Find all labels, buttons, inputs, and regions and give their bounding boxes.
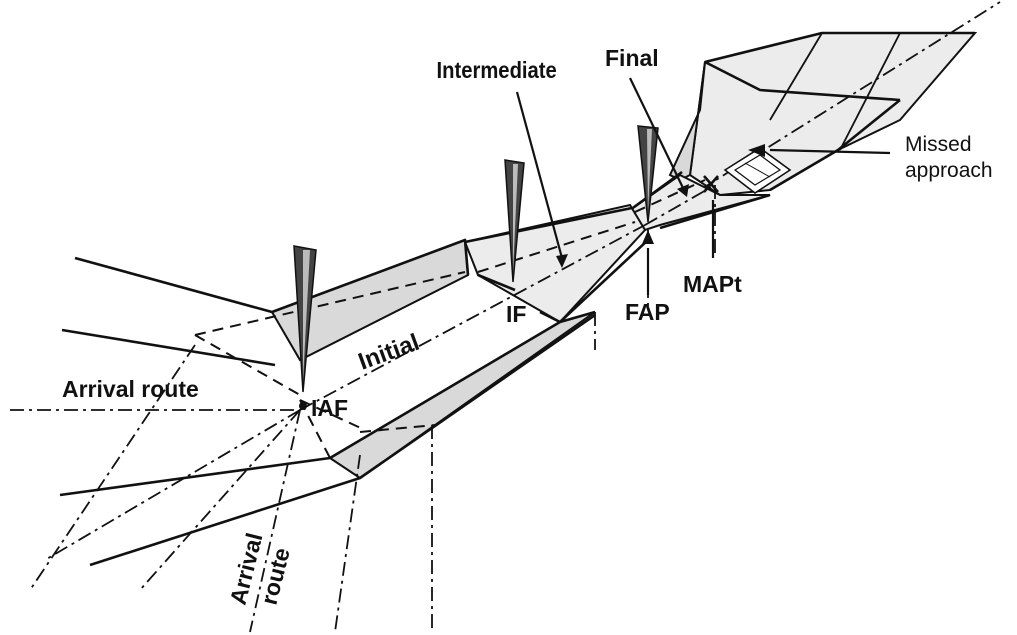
if-label: IF [506,301,526,327]
missed-approach-label-line1: Missed [905,133,972,156]
initial-segment-surface [59,238,596,567]
intermediate-segment-surface [463,203,649,324]
iaf-label: IAF [311,395,348,421]
leader-arrows [515,77,891,295]
fap-marker [637,125,659,244]
iaf-marker [293,245,317,410]
final-label: Final [605,45,659,71]
arrival-route-left-label: Arrival route [62,376,199,402]
fap-label: FAP [625,299,670,325]
if-marker [504,159,525,283]
missed-approach-label-line2: approach [905,159,993,182]
mapt-cross-icon [703,175,719,193]
mapt-label: MAPt [683,271,742,297]
initial-label: Initial [355,329,423,376]
runway-icon [723,147,792,194]
track-centreline [10,184,716,633]
intermediate-label: Intermediate [436,57,556,84]
